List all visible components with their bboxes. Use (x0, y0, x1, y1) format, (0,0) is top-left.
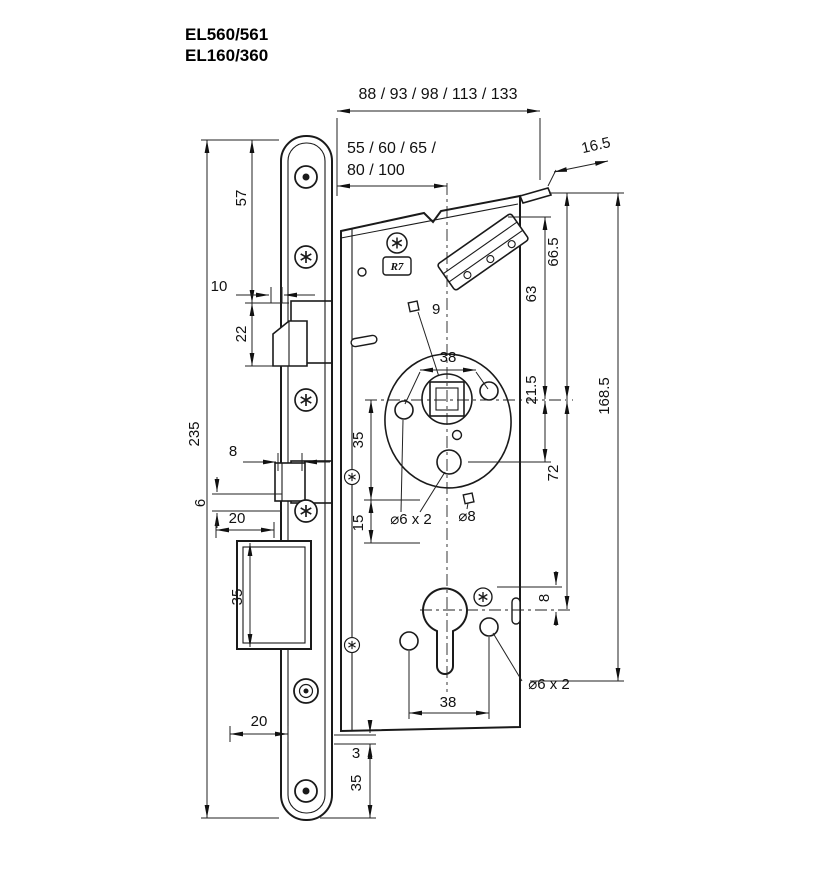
product-model-line1: EL560/561 (185, 25, 268, 44)
dimension-annotations: 88 / 93 / 98 / 113 / 133 55 / 60 / 65 / … (186, 86, 624, 819)
dim-168-5: 168.5 (530, 193, 624, 682)
lock-case: R7 (340, 187, 553, 733)
label-dia6x2-mid: ⌀6 x 2 (390, 419, 446, 528)
case-top-inner-edge (340, 203, 519, 239)
dim-3-label: 3 (352, 745, 360, 762)
dim-38-mid: 38 (404, 349, 489, 405)
dim-10: 10 (211, 278, 315, 303)
product-model-line2: EL160/360 (185, 46, 268, 65)
dia8-label: ⌀8 (458, 508, 475, 525)
case-width-options-label: 88 / 93 / 98 / 113 / 133 (359, 86, 518, 103)
deadbolt-face (274, 462, 306, 502)
dim-35-deadbolt: 35 (229, 543, 253, 647)
dim-20-bottom: 20 (229, 713, 289, 742)
dim-63-and-21-5: 63 21.5 (468, 216, 551, 463)
dim-case-width-options: 88 / 93 / 98 / 113 / 133 (336, 86, 541, 196)
dim-57-label: 57 (233, 190, 250, 207)
deadbolt-thrown (236, 540, 312, 650)
cylinder-screw-icon (473, 587, 493, 607)
dim-15: 15 (350, 500, 420, 544)
dim-63-label: 63 (523, 286, 540, 303)
dim-72-label: 72 (545, 465, 562, 482)
dim-168-5-label: 168.5 (596, 377, 613, 415)
faceplate-hole-top (294, 165, 318, 189)
label-dia6x2-bottom: ⌀6 x 2 (492, 632, 570, 693)
stop-pin (350, 334, 378, 348)
latch-bolt (272, 320, 308, 367)
dim-38-bottom-label: 38 (440, 694, 457, 711)
dim-6: 6 (192, 477, 282, 528)
dim-38-mid-label: 38 (440, 349, 457, 366)
backset-options-label-1: 55 / 60 / 65 / (347, 140, 437, 157)
dim-57: 57 (201, 139, 289, 304)
dim-66-5-and-72: 66.5 72 (545, 192, 624, 609)
latch-assembly (437, 213, 529, 291)
aux-hole (436, 449, 462, 475)
faceplate-screw-3-icon (294, 499, 318, 523)
backset-options-label-2: 80 / 100 (347, 162, 405, 179)
dim-20-left-label: 20 (229, 510, 246, 527)
dim-22-label: 22 (233, 326, 250, 343)
square-hole-8 (462, 492, 475, 505)
dim-35-mid-label: 35 (350, 432, 367, 449)
dim-8-left: 8 (229, 443, 330, 471)
dim-8-right: 8 (497, 571, 562, 626)
case-screw-icon (386, 232, 408, 254)
faceplate-screw-1-icon (294, 245, 318, 269)
square-hole-9 (407, 300, 420, 313)
dim-20-left: 20 (215, 510, 275, 538)
faceplate-hole-bottom (294, 779, 318, 803)
small-pin-hole (451, 429, 463, 441)
hub-housing (384, 353, 512, 489)
dim-16-5: 16.5 (547, 134, 612, 187)
dim-9: 9 (432, 301, 440, 318)
dim-235-label: 235 (186, 421, 203, 446)
edge-screw-upper-icon (343, 468, 361, 486)
bottom-hole-right (479, 617, 499, 637)
faceplate-screw-2-icon (294, 388, 318, 412)
label-dia8: ⌀8 (458, 502, 476, 525)
small-hole (357, 267, 367, 277)
dim-21-5-label: 21.5 (523, 375, 540, 404)
mounting-flange (518, 187, 553, 204)
dia6x2-mid-label: ⌀6 x 2 (390, 511, 432, 528)
dim-8-left-label: 8 (229, 443, 237, 460)
follower-square-inner (435, 387, 459, 411)
dim-backset-options: 55 / 60 / 65 / 80 / 100 (337, 140, 447, 189)
dim-35-bottom-label: 35 (348, 775, 365, 792)
dim-35-mid: 35 (350, 400, 420, 501)
dim-235: 235 (186, 140, 279, 819)
brand-logo: R7 (390, 261, 404, 273)
dim-35-bottom: 35 (320, 744, 376, 819)
dim-9-label: 9 (432, 301, 440, 318)
edge-screw-lower-icon (343, 636, 361, 654)
fixing-hole-left (394, 400, 414, 420)
dim-35-deadbolt-label: 35 (229, 589, 246, 606)
dia6x2-bottom-label: ⌀6 x 2 (528, 676, 570, 693)
dim-8-right-label: 8 (536, 594, 553, 602)
dim-20-bottom-label: 20 (251, 713, 268, 730)
dim-15-label: 15 (350, 515, 367, 532)
dim-38-bottom: 38 (408, 637, 490, 719)
bottom-hole-left (399, 631, 419, 651)
faceplate-hole-ring (293, 678, 319, 704)
centerlines (365, 183, 573, 692)
logo-plate (382, 256, 412, 276)
dim-10-label: 10 (211, 278, 228, 295)
dim-22: 22 (233, 303, 289, 367)
side-slot (511, 597, 521, 625)
dim-6-label: 6 (192, 499, 209, 507)
lock-case-outline (340, 194, 521, 733)
dim-66-5-label: 66.5 (545, 237, 562, 266)
dim-16-5-label: 16.5 (580, 134, 612, 157)
